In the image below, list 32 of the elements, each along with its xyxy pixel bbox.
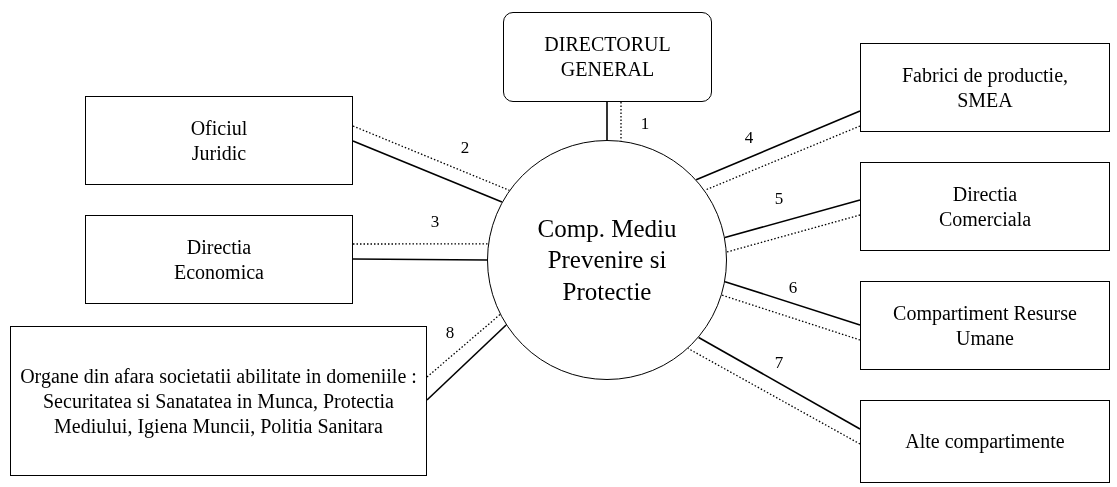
department-box: Directia Economica (85, 215, 353, 304)
connector-line (697, 336, 861, 430)
edge-label: 8 (445, 323, 455, 341)
edge-label: 1 (640, 114, 650, 132)
edge-label: 6 (788, 278, 798, 296)
edge-label: 2 (460, 138, 470, 156)
department-box: Organe din afara societatii abilitate in domeniile : Securitatea si Sanatatea in Munca, Protectia Mediului, Igiena Muncii, Politia Sanitara (10, 326, 427, 476)
department-box: Directia Comerciala (860, 162, 1110, 251)
connector-line (724, 280, 861, 326)
connector-line (606, 101, 608, 141)
connector-line (352, 258, 488, 261)
connector-line (724, 199, 861, 239)
department-box: Compartiment Resurse Umane (860, 281, 1110, 370)
dotted-line (721, 294, 861, 341)
dotted-line (687, 347, 861, 445)
dotted-line (726, 214, 861, 253)
department-box: Fabrici de productie, SMEA (860, 43, 1110, 132)
connector-line (352, 140, 503, 203)
dotted-line (704, 125, 861, 191)
dotted-line (352, 243, 489, 245)
connector-line (695, 110, 861, 181)
connector-line (426, 324, 507, 401)
department-box: Alte compartimente (860, 400, 1110, 483)
edge-label: 7 (774, 353, 784, 371)
department-box: DIRECTORUL GENERAL (503, 12, 712, 102)
edge-label: 5 (774, 189, 784, 207)
edge-label: 4 (744, 128, 754, 146)
dotted-line (426, 313, 501, 378)
dotted-line (352, 125, 510, 191)
edge-label: 3 (430, 212, 440, 230)
department-box: Oficiul Juridic (85, 96, 353, 185)
center-circle: Comp. Mediu Prevenire si Protectie (487, 140, 727, 380)
